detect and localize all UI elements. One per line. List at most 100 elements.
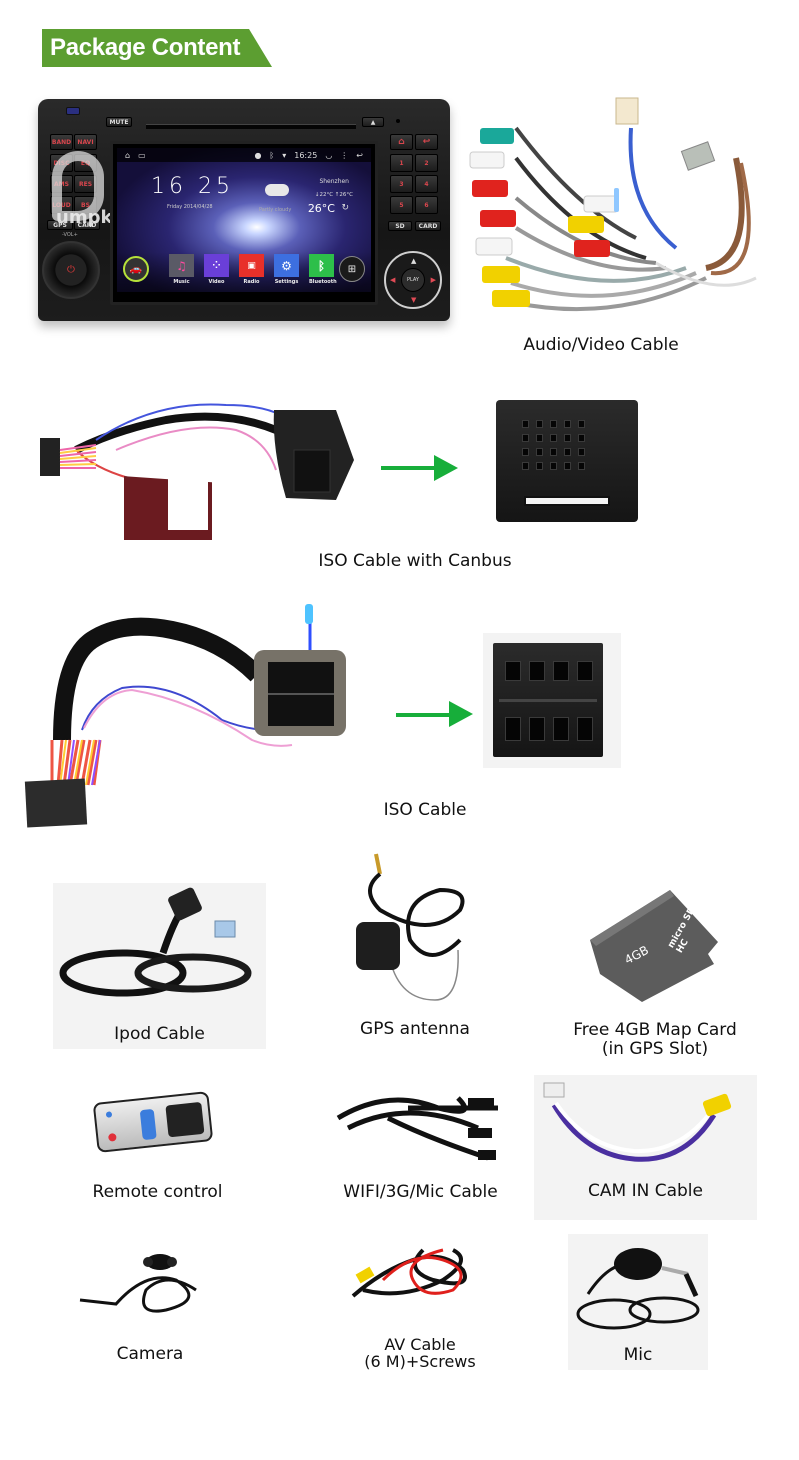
right-arrow-icon: ▶ [430, 276, 436, 284]
reset-hole [396, 119, 400, 123]
back-button: ↩ [415, 134, 438, 150]
gps-antenna-photo: GPS antenna [340, 850, 490, 1039]
preset-3-button: 3 [390, 175, 413, 193]
touch-screen: ⌂ ▭ ● ᛒ ▾ 16:25 ◡ ⋮ ↩ 16 25 Friday 2014/… [110, 141, 378, 305]
arrow-canbus [381, 466, 437, 470]
up-arrow-icon: ▲ [411, 257, 417, 265]
menu-icon: ⋮ [340, 150, 349, 160]
av-cable-caption: Audio/Video Cable [523, 335, 679, 355]
iso-pins-top [505, 661, 595, 681]
android-status-bar: ⌂ ▭ ● ᛒ ▾ 16:25 ◡ ⋮ ↩ [117, 148, 371, 162]
av-6m-cable-illustration [351, 1248, 467, 1298]
date-text: Friday 2014/04/28 [167, 204, 213, 210]
arrow-head-iso [449, 701, 473, 727]
remote-control [92, 1091, 214, 1153]
music-note-icon: ♫ [169, 254, 194, 277]
iso-connector [493, 643, 603, 757]
brand-watermark: umpkin [42, 151, 131, 229]
mic-photo: Mic [568, 1234, 708, 1370]
play-button: PLAY [401, 268, 425, 292]
volume-icon: ◡ [325, 150, 333, 160]
connector-slot [524, 496, 610, 506]
left-arrow-icon: ◀ [390, 276, 396, 284]
app-music: ♫ Music [169, 254, 194, 285]
preset-5-button: 5 [390, 196, 413, 214]
cam-in-cable-illustration [543, 1082, 732, 1162]
camera-illustration [79, 1254, 197, 1313]
connector-divider [499, 699, 597, 702]
remote-caption: Remote control [92, 1182, 223, 1202]
page-title: Package Content [50, 34, 241, 61]
card-button-right: CARD [415, 221, 441, 231]
car-icon: 🚗 [123, 256, 149, 282]
app-radio: ▣ Radio [239, 254, 264, 285]
app-video: ⁘ Video [204, 254, 229, 285]
av-cable-illustration [469, 97, 757, 312]
back-icon: ↩ [356, 150, 363, 160]
bluetooth-status-icon: ᛒ [269, 150, 275, 160]
app-bluetooth: ᛒ Bluetooth [309, 254, 337, 285]
av-6m-caption-line1: AV Cable [384, 1335, 456, 1354]
volume-knob: ⏻ [42, 241, 100, 299]
weather-city: Shenzhen [319, 178, 349, 185]
arrow-head-canbus [434, 455, 458, 481]
iso-cable-photo [22, 600, 382, 830]
camera-photo [76, 1250, 216, 1320]
iso-canbus-caption: ISO Cable with Canbus [318, 551, 512, 571]
home-icon: ⌂ [125, 150, 131, 160]
gps-antenna-caption: GPS antenna [360, 1019, 470, 1039]
weather-condition: Partly cloudy [259, 207, 292, 213]
clock-widget: 16 25 [151, 174, 234, 199]
mic-caption: Mic [623, 1345, 653, 1365]
preset-4-button: 4 [415, 175, 438, 193]
home-button: ⌂ [390, 134, 413, 150]
camera-caption: Camera [116, 1344, 184, 1364]
location-icon: ● [254, 150, 262, 160]
wifi-icon: ▾ [282, 150, 287, 160]
app-dock: 🚗 ♫ Music ⁘ Video ▣ Radio ⚙ Settings [117, 252, 371, 292]
cam-in-photo: CAM IN Cable [534, 1075, 757, 1220]
wifi-cable-caption: WIFI/3G/Mic Cable [343, 1182, 498, 1202]
cam-in-caption: CAM IN Cable [588, 1181, 703, 1201]
eject-button: ▲ [362, 117, 384, 127]
av-6m-caption-line2: (6 M)+Screws [364, 1352, 476, 1371]
iso-canbus-illustration [40, 403, 354, 553]
remote-photo [92, 1091, 215, 1153]
av-6m-cable-photo [343, 1240, 483, 1310]
weather-temperature: 26°C [307, 202, 335, 215]
navigation-dpad: ▲ ▼ ◀ ▶ PLAY [384, 251, 442, 309]
video-reel-icon: ⁘ [204, 254, 229, 277]
sd-button: SD [388, 221, 412, 231]
map-card-caption-line1: Free 4GB Map Card [573, 1020, 737, 1040]
preset-2-button: 2 [415, 154, 438, 172]
av-cable-photo [456, 88, 796, 328]
weather-range: ↓22°C ↑26°C [314, 192, 353, 198]
screenshot-icon: ▭ [138, 150, 146, 160]
map-card-caption-line2: (in GPS Slot) [601, 1039, 709, 1059]
arrow-iso [396, 713, 452, 717]
refresh-icon: ↻ [341, 203, 349, 213]
ir-sensor [66, 107, 80, 115]
map-card-photo: 4GB micro SD HC [590, 890, 720, 1002]
band-button: BAND [50, 134, 73, 150]
header-banner [42, 29, 272, 67]
preset-6-button: 6 [415, 196, 438, 214]
disc-slot [146, 124, 356, 129]
brand-logo-p [52, 151, 104, 221]
wifi-cable-photo [328, 1088, 508, 1166]
ipod-cable-caption: Ipod Cable [114, 1024, 205, 1044]
preset-1-button: 1 [390, 154, 413, 172]
radio-icon: ▣ [239, 254, 264, 277]
iso-cable-caption: ISO Cable [383, 800, 467, 820]
head-unit-photo: MUTE ▲ BAND NAVI DISC EQ AMS RES LOUD BS… [38, 99, 450, 321]
gps-antenna-illustration [356, 853, 465, 1001]
iso-connector-photo [483, 633, 621, 768]
iso-cable-illustration [24, 604, 346, 828]
mic-illustration [576, 1248, 700, 1330]
volume-label: -VOL+ [62, 232, 78, 238]
ipod-cable-illustration [59, 887, 252, 997]
down-arrow-icon: ▼ [411, 296, 417, 304]
gear-icon: ⚙ [274, 254, 299, 277]
app-drawer-icon: ⊞ [339, 256, 365, 282]
quadlock-connector [496, 400, 638, 522]
